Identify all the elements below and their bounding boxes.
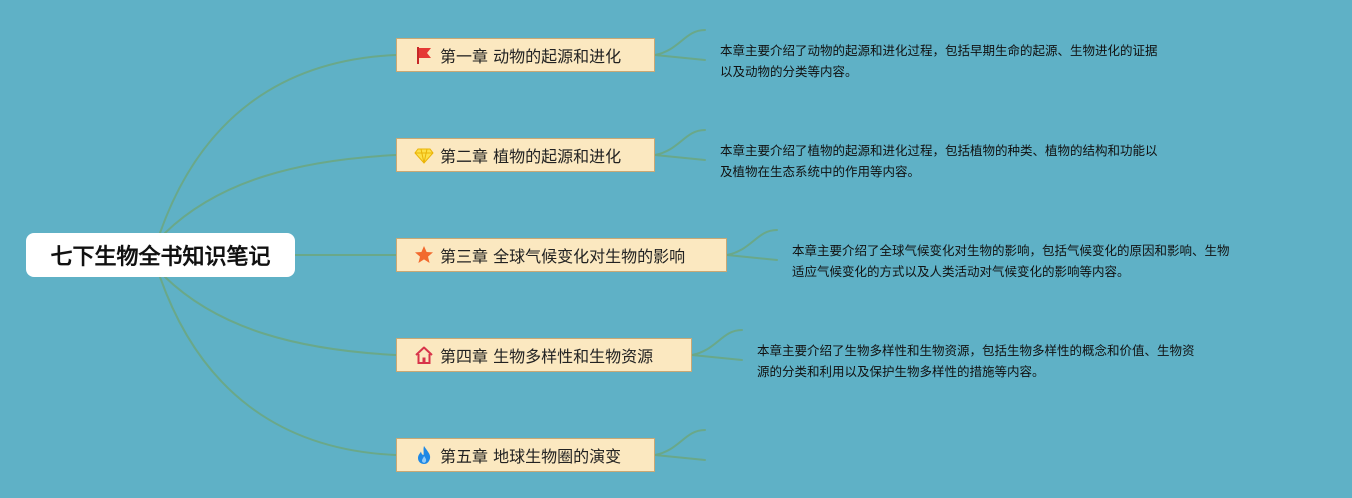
chapter-2-description: 本章主要介绍了植物的起源和进化过程，包括植物的种类、植物的结构和功能以 及植物在… — [720, 140, 1158, 182]
chapter-2-desc-line-2: 及植物在生态系统中的作用等内容。 — [720, 164, 921, 179]
chapter-3-description: 本章主要介绍了全球气候变化对生物的影响，包括气候变化的原因和影响、生物 适应气候… — [792, 240, 1230, 282]
chapter-1-description: 本章主要介绍了动物的起源和进化过程，包括早期生命的起源、生物进化的证据 以及动物… — [720, 40, 1158, 82]
chapter-3-node[interactable]: 第三章 全球气候变化对生物的影响 — [396, 238, 727, 272]
chapter-4-description: 本章主要介绍了生物多样性和生物资源，包括生物多样性的概念和价值、生物资 源的分类… — [757, 340, 1195, 382]
root-title: 七下生物全书知识笔记 — [50, 245, 271, 270]
chapter-4-desc-line-2: 源的分类和利用以及保护生物多样性的措施等内容。 — [757, 364, 1045, 379]
chapter-4-title: 第四章 生物多样性和生物资源 — [440, 347, 654, 366]
chapter-1-desc-line-1: 本章主要介绍了动物的起源和进化过程，包括早期生命的起源、生物进化的证据 — [720, 43, 1158, 58]
orange-star-icon — [413, 244, 435, 266]
chapter-3-desc-line-1: 本章主要介绍了全球气候变化对生物的影响，包括气候变化的原因和影响、生物 — [792, 243, 1230, 258]
red-house-icon — [413, 344, 435, 366]
chapter-5-node[interactable]: 第五章 地球生物圈的演变 — [396, 438, 655, 472]
chapter-1-node[interactable]: 第一章 动物的起源和进化 — [396, 38, 655, 72]
chapter-2-title: 第二章 植物的起源和进化 — [440, 147, 622, 166]
chapter-3-desc-line-2: 适应气候变化的方式以及人类活动对气候变化的影响等内容。 — [792, 264, 1130, 279]
chapter-3-title: 第三章 全球气候变化对生物的影响 — [440, 247, 686, 266]
chapter-2-desc-line-1: 本章主要介绍了植物的起源和进化过程，包括植物的种类、植物的结构和功能以 — [720, 143, 1158, 158]
chapter-1-desc-line-2: 以及动物的分类等内容。 — [720, 64, 858, 79]
yellow-diamond-icon — [413, 144, 435, 166]
chapter-5-title: 第五章 地球生物圈的演变 — [440, 447, 622, 466]
red-flag-icon — [413, 44, 435, 66]
chapter-4-node[interactable]: 第四章 生物多样性和生物资源 — [396, 338, 692, 372]
chapter-1-title: 第一章 动物的起源和进化 — [440, 47, 622, 66]
chapter-4-desc-line-1: 本章主要介绍了生物多样性和生物资源，包括生物多样性的概念和价值、生物资 — [757, 343, 1195, 358]
blue-flame-icon — [413, 444, 435, 466]
chapter-2-node[interactable]: 第二章 植物的起源和进化 — [396, 138, 655, 172]
root-node[interactable]: 七下生物全书知识笔记 — [26, 233, 295, 277]
